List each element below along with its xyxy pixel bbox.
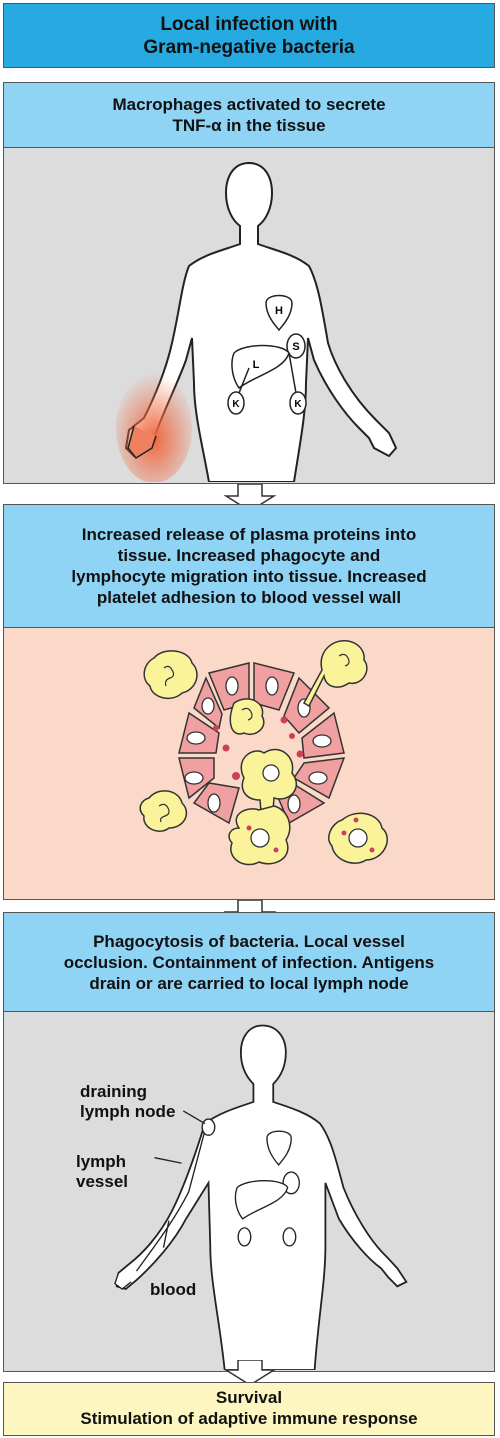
lymph-body-panel: draining lymph node lymph vessel blood [3,1011,495,1372]
step-3-box: Phagocytosis of bacteria. Local vessel o… [3,912,495,1012]
step-3-line-1: Phagocytosis of bacteria. Local vessel [93,931,405,951]
kidney-left-2 [237,1227,252,1247]
flow-arrow-1 [224,484,276,512]
draining-lymph-node-label: draining lymph node [80,1082,175,1122]
infected-hand [127,425,157,459]
liver-label: L [253,359,260,371]
step-3-line-2: occlusion. Containment of infection. Ant… [63,952,435,972]
vessel-cross-section [139,639,388,866]
body-outline [124,161,398,482]
title-line-1: Local infection with [160,13,338,35]
heart-organ [265,294,293,332]
flow-arrow-3 [224,1360,276,1386]
title-line-2: Gram-negative bacteria [143,36,355,58]
heart-label: H [275,305,283,317]
vessel-panel [3,627,495,900]
step-2-line-3: lymphocyte migration into tissue. Increa… [71,567,427,586]
liver-organ [231,344,290,390]
lymph-vessel-label: lymph vessel [76,1152,128,1192]
outcome-box: Survival Stimulation of adaptive immune … [3,1382,495,1436]
node-label-line-2: lymph node [80,1102,176,1121]
infected-body-panel: H S L K K [3,147,495,484]
liver-organ-2 [234,1179,289,1220]
kidney-right [289,391,307,415]
vessel-label-line-1: lymph [76,1152,127,1171]
title-box: Local infection with Gram-negative bacte… [3,3,495,68]
kidney-left-label: K [232,399,240,410]
body-figure-1: H S L K K [116,161,398,482]
infection-site [116,373,192,482]
vessel-label-line-2: vessel [76,1172,128,1191]
step-3-line-3: drain or are carried to local lymph node [89,973,409,993]
outcome-line-2: Stimulation of adaptive immune response [80,1409,418,1428]
step-1-line-1: Macrophages activated to secrete [112,95,386,114]
step-2-line-4: platelet adhesion to blood vessel wall [96,588,402,607]
step-2-box: Increased release of plasma proteins int… [3,504,495,628]
lymph-vessel-line [135,1130,206,1272]
kidney-right-2 [282,1227,297,1247]
step-2-line-2: tissue. Increased phagocyte and [117,546,381,565]
node-label-line-1: draining [80,1082,148,1101]
step-1-box: Macrophages activated to secrete TNF-α i… [3,82,495,148]
outcome-line-1: Survival [215,1388,283,1407]
spleen-label: S [292,341,299,353]
body-figure-2 [114,1024,408,1370]
spleen-organ [286,333,306,359]
blood-label: blood [150,1280,197,1299]
kidney-right-label: K [294,399,302,410]
kidney-left [227,391,245,415]
step-1-line-2: TNF-α in the tissue [172,116,326,135]
heart-organ-2 [266,1130,292,1166]
lymph-node [201,1118,216,1136]
step-2-line-1: Increased release of plasma proteins int… [81,525,417,544]
